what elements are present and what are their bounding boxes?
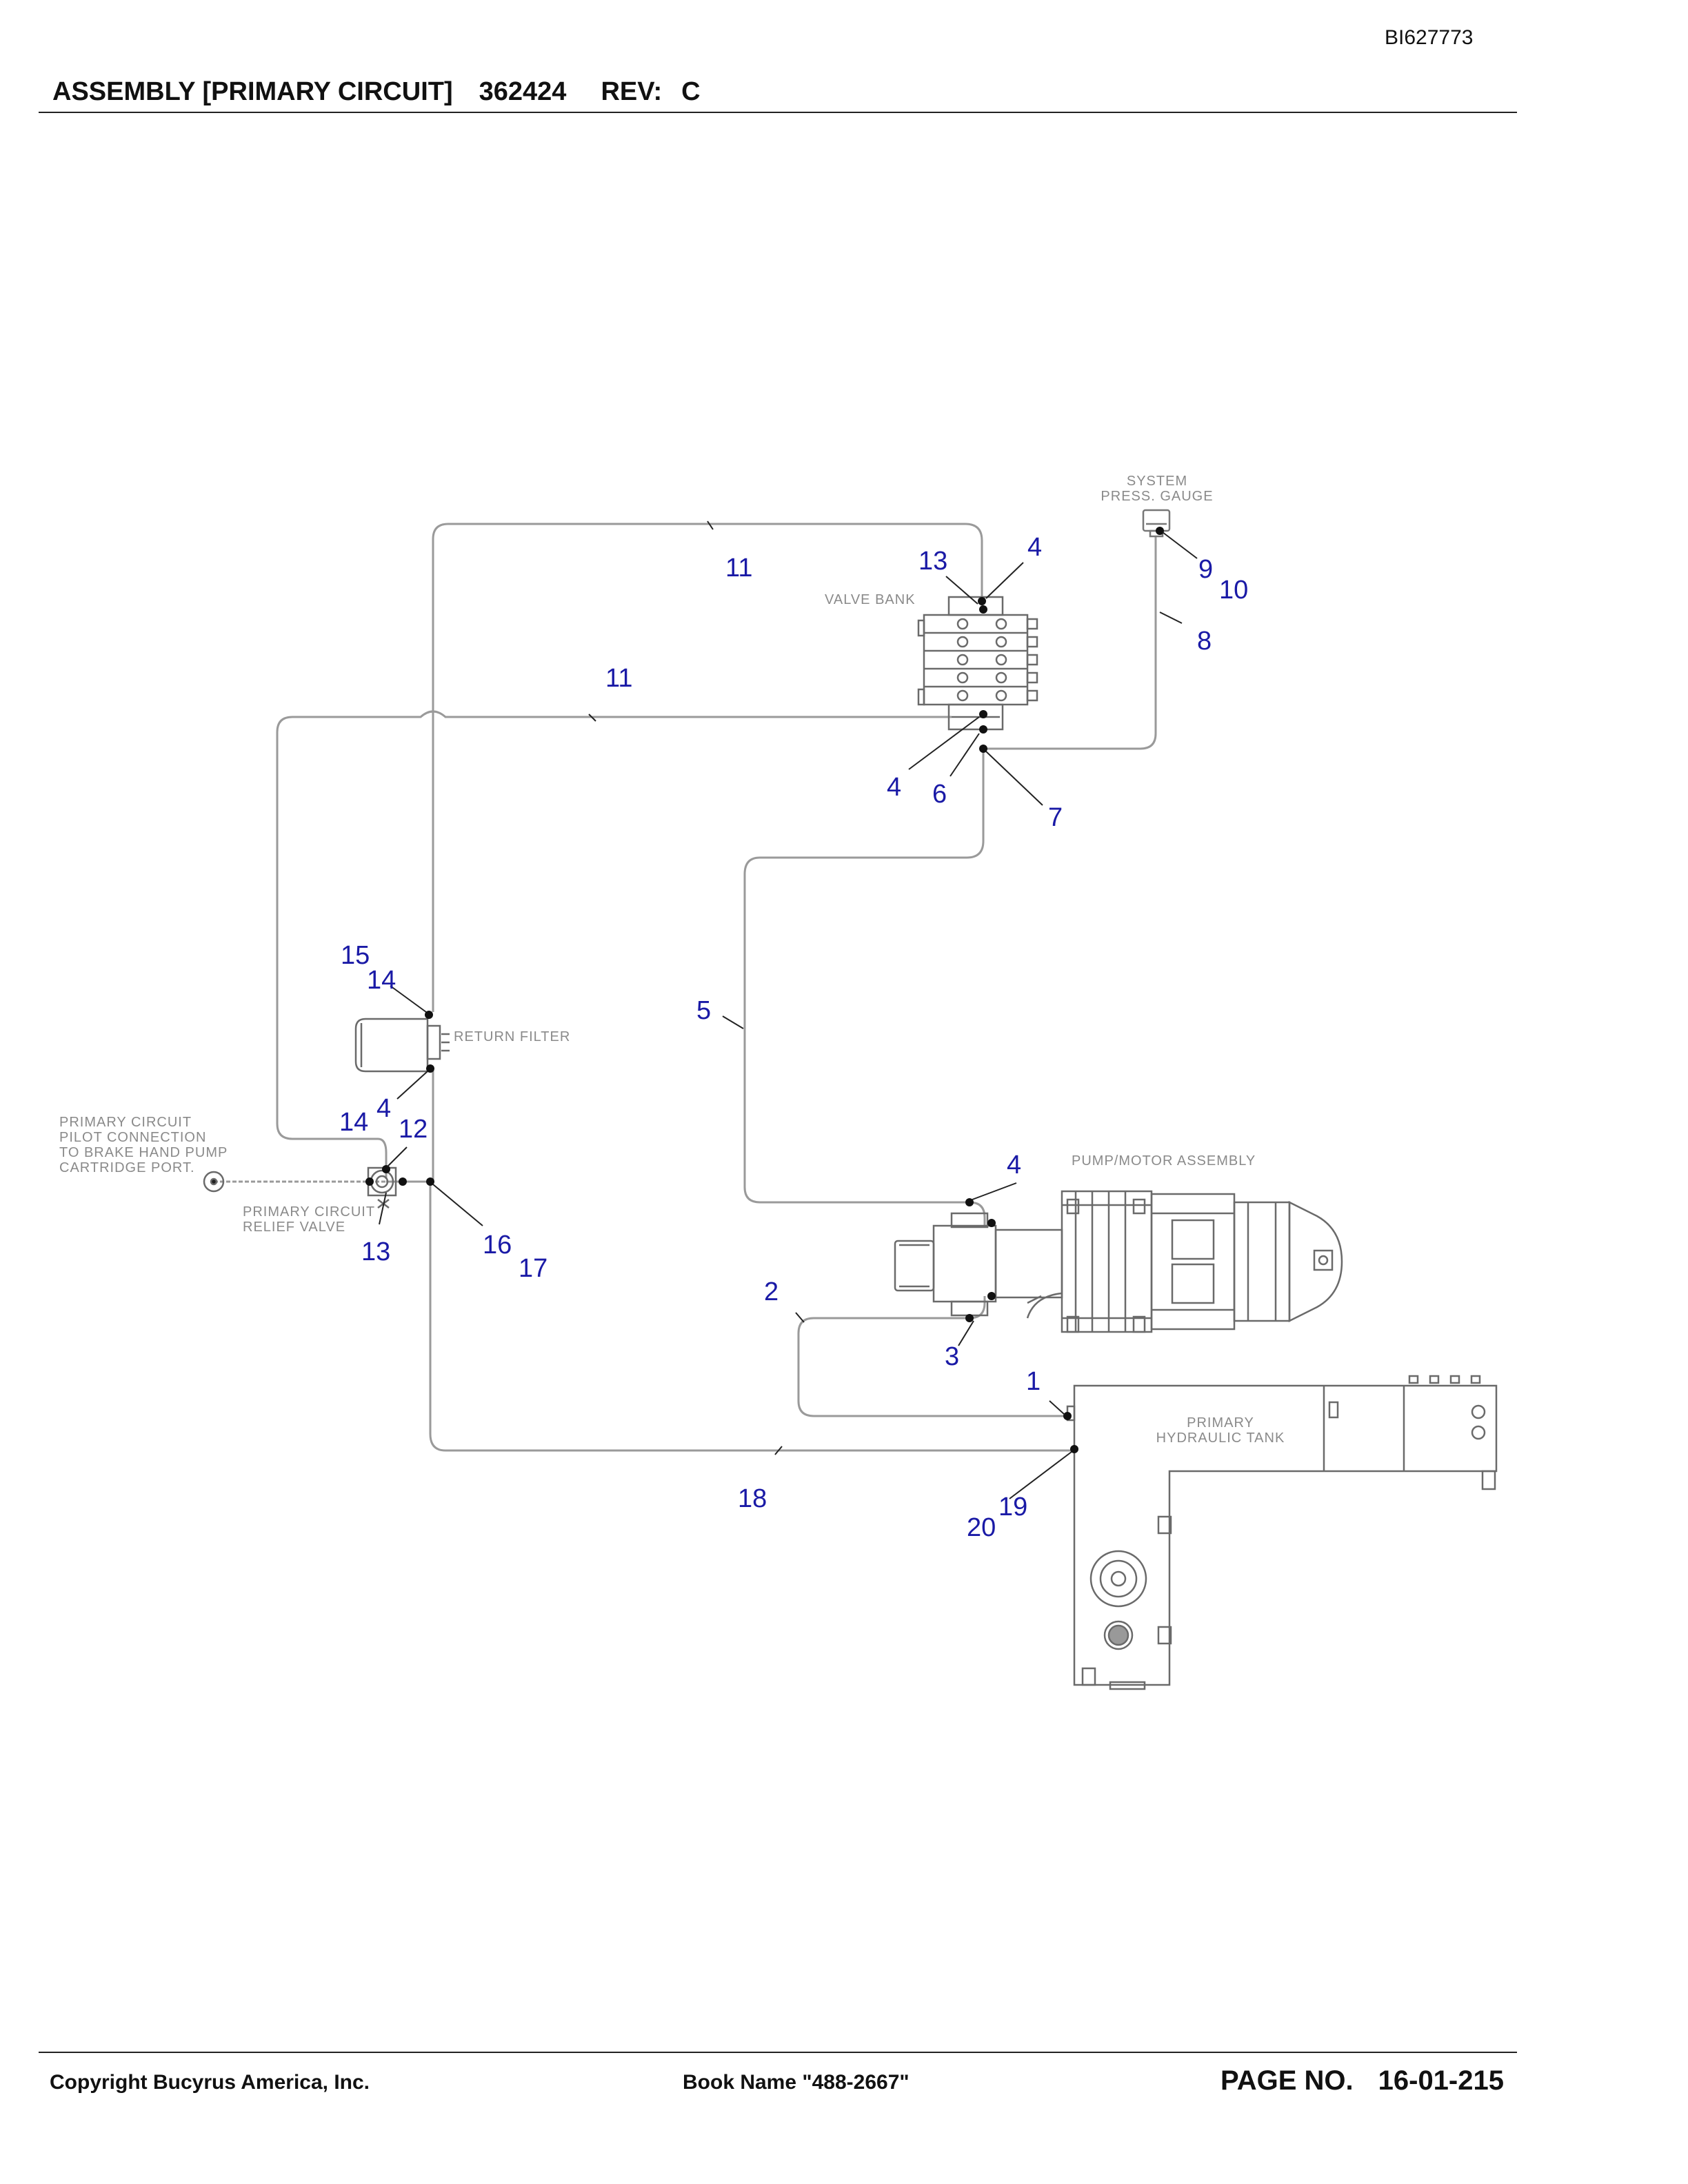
line-18: [429, 1180, 1074, 1452]
callout-4-top: 4: [1027, 533, 1042, 562]
connector-dot: [426, 1177, 434, 1186]
pilot-connection-port: [203, 1171, 225, 1193]
rev-label: REV:: [601, 77, 663, 106]
callout-4-filter: 4: [376, 1094, 391, 1123]
document-id: BI627773: [1385, 26, 1474, 49]
pilot-caption-2: PILOT CONNECTION: [59, 1130, 206, 1145]
callout-13-low: 13: [361, 1237, 390, 1266]
connection-points: [365, 527, 1164, 1453]
callout-1: 1: [1026, 1367, 1041, 1396]
footer-page: PAGE NO. 16-01-215: [1220, 2065, 1504, 2096]
pump-caption: PUMP/MOTOR ASSEMBLY: [1072, 1153, 1256, 1169]
connector-dot: [965, 1198, 974, 1206]
callout-2: 2: [764, 1277, 778, 1306]
callout-4-valve: 4: [887, 773, 901, 802]
callout-7: 7: [1048, 803, 1063, 832]
connector-dot: [979, 710, 987, 718]
callout-12: 12: [399, 1115, 428, 1144]
callout-17: 17: [519, 1254, 547, 1283]
relief-valve: [367, 1166, 397, 1209]
connector-dot: [979, 745, 987, 753]
relief-caption-2: RELIEF VALVE: [243, 1220, 345, 1235]
connector-dot: [399, 1177, 407, 1186]
header-rule: [39, 112, 1517, 113]
line-11-mid: [276, 710, 952, 1179]
connector-dot: [1063, 1412, 1072, 1420]
item-callouts: 11 13 4 9 10 8 11 4 6 7 15 14 5 4 14 12 …: [339, 533, 1248, 1542]
callout-20: 20: [967, 1513, 996, 1542]
gauge-caption-1: SYSTEM: [1127, 474, 1187, 489]
line-8: [983, 536, 1157, 750]
connector-dot: [979, 605, 987, 614]
gauge-caption-2: PRESS. GAUGE: [1101, 489, 1213, 504]
relief-caption-1: PRIMARY CIRCUIT: [243, 1204, 375, 1220]
footer-book-name: Book Name "488-2667": [683, 2071, 910, 2094]
line-2: [797, 1317, 1067, 1417]
pilot-caption-4: CARTRIDGE PORT.: [59, 1160, 195, 1175]
callout-19: 19: [998, 1493, 1027, 1521]
connector-dot: [365, 1177, 374, 1186]
page-number: 16-01-215: [1378, 2065, 1504, 2096]
connector-dot: [979, 725, 987, 734]
connector-dot: [978, 597, 986, 605]
connector-dot: [382, 1165, 390, 1173]
callout-8: 8: [1197, 627, 1212, 656]
title-text: ASSEMBLY [PRIMARY CIRCUIT]: [52, 77, 453, 106]
valve-bank-caption: VALVE BANK: [825, 592, 916, 607]
callout-10: 10: [1219, 576, 1248, 605]
callout-14-low: 14: [339, 1108, 368, 1137]
callout-11-mid: 11: [605, 664, 632, 693]
callout-9: 9: [1198, 555, 1213, 584]
leader-lines: [379, 520, 1198, 1499]
page-label: PAGE NO.: [1220, 2065, 1354, 2096]
connector-dot: [987, 1219, 996, 1227]
callout-15: 15: [341, 941, 370, 970]
connector-dot: [1156, 527, 1164, 535]
callout-4-pump: 4: [1007, 1151, 1021, 1180]
connector-dot: [425, 1011, 433, 1019]
callout-6: 6: [932, 780, 947, 809]
hydraulic-tank: [1066, 1375, 1498, 1690]
callout-3: 3: [945, 1342, 959, 1371]
pilot-caption-3: TO BRAKE HAND PUMP: [59, 1145, 228, 1160]
return-filter-caption: RETURN FILTER: [454, 1029, 570, 1044]
pilot-caption-1: PRIMARY CIRCUIT: [59, 1115, 192, 1130]
callout-13-top: 13: [918, 547, 947, 576]
callout-18: 18: [738, 1484, 767, 1513]
callout-14-top: 14: [367, 966, 396, 995]
tank-caption-2: HYDRAULIC TANK: [1156, 1430, 1285, 1446]
tank-caption-1: PRIMARY: [1187, 1415, 1254, 1430]
connector-dot: [987, 1292, 996, 1300]
rev-value: C: [681, 77, 701, 106]
page-title: ASSEMBLY [PRIMARY CIRCUIT] 362424 REV: C: [52, 77, 701, 107]
footer-copyright: Copyright Bucyrus America, Inc.: [50, 2071, 370, 2094]
connector-dot: [965, 1314, 974, 1322]
connector-dot: [426, 1064, 434, 1073]
footer-rule: [39, 2052, 1517, 2053]
return-filter: [354, 1018, 450, 1073]
component-captions: SYSTEM PRESS. GAUGE VALVE BANK RETURN FI…: [59, 474, 1285, 1446]
line-5: [743, 749, 985, 1204]
connector-dot: [1070, 1445, 1078, 1453]
callout-16: 16: [483, 1231, 512, 1260]
valve-bank: [917, 596, 1038, 731]
callout-5: 5: [696, 996, 711, 1025]
callout-11-top: 11: [725, 554, 752, 583]
hydraulic-lines: [214, 523, 1157, 1452]
part-number: 362424: [479, 77, 567, 106]
pump-motor-assembly: [894, 1190, 1343, 1333]
line-11-top: [432, 523, 983, 1012]
